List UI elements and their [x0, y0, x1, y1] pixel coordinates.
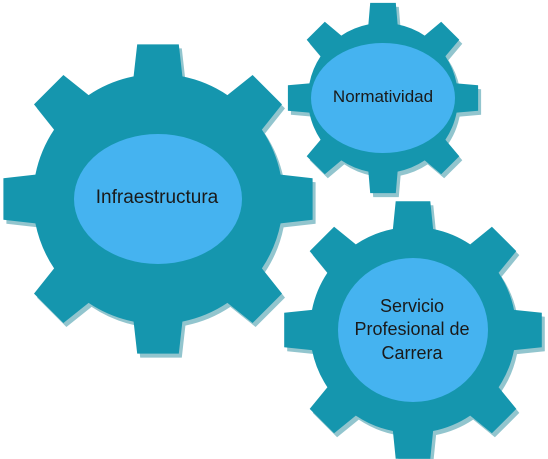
- gear-normatividad-center: [311, 43, 455, 153]
- gear-infraestructura-center: [74, 134, 242, 264]
- gear-label-servicio: Servicio Profesional de Carrera: [354, 295, 470, 363]
- gear-label-infraestructura: Infraestructura: [95, 187, 219, 209]
- gear-servicio: [284, 201, 545, 459]
- gear-servicio-center: [338, 258, 488, 402]
- gear-label-normatividad: Normatividad: [332, 87, 434, 107]
- gear-normatividad: [287, 2, 482, 198]
- gear-infraestructura: [3, 44, 316, 358]
